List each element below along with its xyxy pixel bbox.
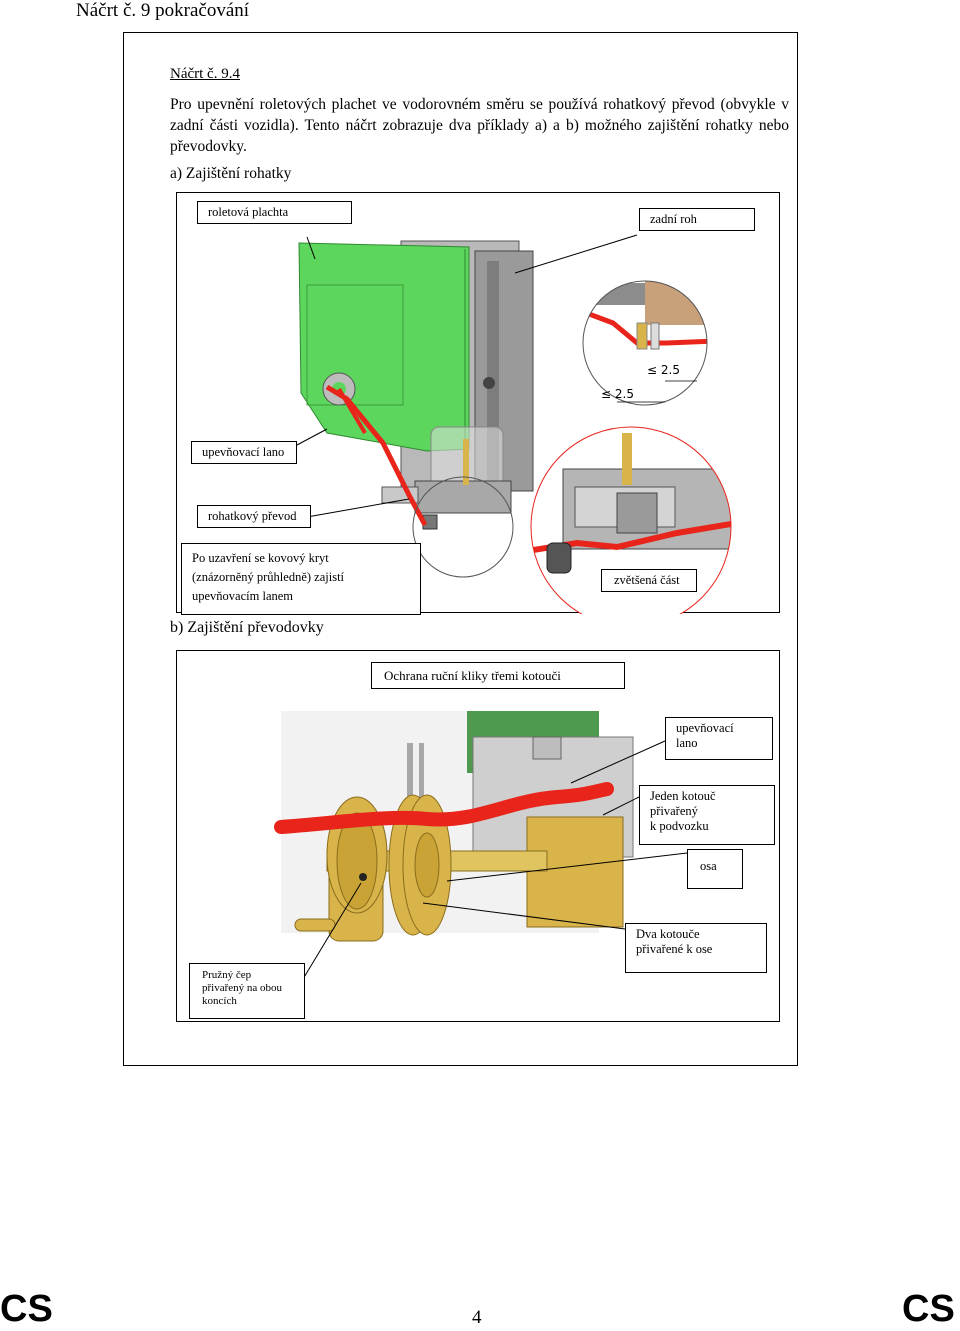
sketch-subtitle: Náčrt č. 9.4 xyxy=(170,66,240,82)
label-upevnovaci-lano-b-line2: lano xyxy=(676,736,698,750)
section-a-heading: a) Zajištění rohatky xyxy=(170,165,292,182)
label-dva-kotouce: Dva kotouče přivařené k ose xyxy=(625,923,767,973)
figure-b: Ochrana ruční kliky třemi kotouči upevňo… xyxy=(176,650,780,1022)
label-pruzny-cep: Pružný čep přivařený na obou koncích xyxy=(189,963,305,1019)
label-upevnovaci-lano-b-line1: upevňovací xyxy=(676,721,734,735)
label-kovovy-kryt-line3: upevňovacím lanem xyxy=(192,589,294,603)
label-jeden-kotouc-line2: přivařený xyxy=(650,804,698,818)
ratchet-illustration: ≤ 2.5 ≤ 2.5 xyxy=(296,234,732,614)
label-kovovy-kryt: Po uzavření se kovový kryt (znázorněný p… xyxy=(181,543,421,615)
label-dva-kotouce-line1: Dva kotouče xyxy=(636,927,700,941)
label-jeden-kotouc-line3: k podvozku xyxy=(650,819,709,833)
label-pruzny-cep-line2: přivařený na obou xyxy=(202,982,283,994)
label-dva-kotouce-line2: přivařené k ose xyxy=(636,942,713,956)
label-kovovy-kryt-line1: Po uzavření se kovový kryt xyxy=(192,551,329,565)
content-frame xyxy=(123,32,798,1066)
footer-lang-left: CS xyxy=(0,1288,53,1330)
label-roletova-plachta: roletová plachta xyxy=(197,201,352,224)
label-pruzny-cep-line3: koncích xyxy=(202,995,237,1007)
label-jeden-kotouc: Jeden kotouč přivařený k podvozku xyxy=(639,785,775,845)
label-upevnovaci-lano-b: upevňovací lano xyxy=(665,717,773,760)
label-ochrana-kliky: Ochrana ruční kliky třemi kotouči xyxy=(371,662,625,689)
label-osa: osa xyxy=(687,849,743,889)
page-number: 4 xyxy=(472,1307,482,1328)
intro-paragraph: Pro upevnění roletových plachet ve vodor… xyxy=(170,96,789,155)
page-header: Náčrt č. 9 pokračování xyxy=(76,0,250,21)
label-zadni-roh: zadní roh xyxy=(639,208,755,231)
label-rohatkovy-prevod: rohatkový převod xyxy=(197,505,311,528)
label-upevnovaci-lano: upevňovací lano xyxy=(191,441,297,464)
label-jeden-kotouc-line1: Jeden kotouč xyxy=(650,789,716,803)
label-pruzny-cep-line1: Pružný čep xyxy=(202,969,252,981)
dimension-label-2: ≤ 2.5 xyxy=(601,387,634,401)
figure-a: ≤ 2.5 ≤ 2.5 roletová plachta zadní roh u… xyxy=(176,192,780,615)
section-b-heading: b) Zajištění převodovky xyxy=(170,619,324,636)
label-zvetsena-cast: zvětšená část xyxy=(601,569,697,592)
label-kovovy-kryt-line2: (znázorněný průhledně) zajistí xyxy=(192,570,345,584)
gearbox-illustration xyxy=(274,711,688,980)
footer-lang-right: CS xyxy=(902,1288,955,1330)
dimension-label-1: ≤ 2.5 xyxy=(647,363,680,377)
